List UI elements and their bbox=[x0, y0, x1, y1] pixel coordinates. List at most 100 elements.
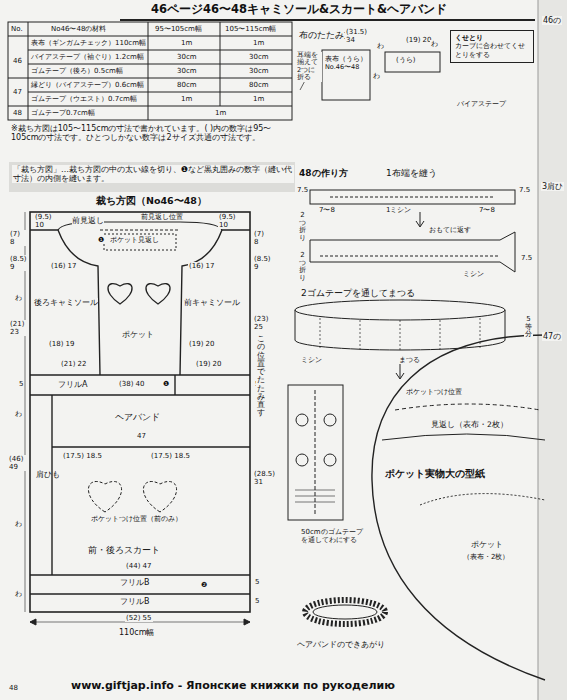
piece-name: 肩ひも bbox=[36, 470, 44, 480]
table-cell: 30cm bbox=[176, 67, 198, 75]
dimension-label: ミシン bbox=[300, 356, 323, 364]
table-cell: 48 bbox=[12, 109, 23, 117]
dimension-label: （表布・2枚） bbox=[462, 553, 510, 561]
dimension-label: (17.5) 18.5 bbox=[150, 452, 191, 460]
dimension-label: 7〜8 bbox=[318, 206, 336, 214]
piece-name: フリルB bbox=[120, 578, 150, 588]
table-cell: 95〜105cm幅 bbox=[154, 25, 203, 33]
pattern-piece: フリルB bbox=[120, 578, 150, 588]
table-cell: 縁どり（バイアステープ）0.6cm幅 bbox=[30, 81, 145, 89]
dimension-label: ミシン bbox=[462, 270, 485, 278]
dimension-label: バイアステープ bbox=[456, 100, 507, 108]
dimension-label: (28.5) 31 bbox=[253, 470, 277, 486]
dimension-label: ポケットつけ位置（前のみ） bbox=[90, 516, 183, 523]
page-footer: 48 bbox=[8, 684, 19, 692]
pattern-piece: 前・後ろスカート bbox=[88, 545, 160, 555]
dimension-label: 47 bbox=[136, 432, 147, 440]
dimension-label: ポケットつけ位置 bbox=[405, 388, 463, 396]
dimension-label: 5 bbox=[18, 380, 24, 388]
dimension-label: (21) 22 bbox=[60, 360, 88, 368]
dimension-label: 前見返し位置 bbox=[140, 213, 184, 221]
table-cell: 30cm bbox=[176, 53, 198, 61]
piece-name: くせとり bbox=[455, 34, 529, 42]
piece-name: 表布（うら） bbox=[325, 56, 367, 64]
dimension-label: わ bbox=[376, 42, 385, 50]
pattern-piece: ポケット実物大の型紙 bbox=[385, 468, 485, 480]
dimension-label: 1布端を縫う bbox=[385, 168, 438, 178]
table-cell: 80cm bbox=[248, 81, 270, 89]
dimension-label: 110cm幅 bbox=[118, 628, 155, 637]
pattern-piece: 表布（うら）No.46〜48 bbox=[325, 56, 367, 72]
dimension-label: (8.5) 9 bbox=[9, 255, 28, 271]
dimension-label: (19) 20 bbox=[405, 36, 433, 44]
pattern-piece: ポケット bbox=[122, 330, 154, 339]
dimension-label: わ bbox=[14, 520, 23, 528]
dimension-label: 47の bbox=[542, 332, 562, 341]
table-cell: 47 bbox=[12, 88, 23, 96]
piece-name: 後ろキャミソール bbox=[34, 298, 98, 308]
pattern-piece: 後ろキャミソール bbox=[34, 298, 98, 308]
piece-name: ポケット実物大の型紙 bbox=[385, 468, 485, 480]
page-title: 46ページ46〜48キャミソール&スカート&ヘアバンド bbox=[150, 3, 448, 16]
dimension-label: 7〜8 bbox=[478, 206, 496, 214]
dimension-label: ❶ bbox=[97, 236, 105, 244]
pattern-piece: フリルB bbox=[120, 597, 150, 607]
pattern-piece: ヘアバンド bbox=[115, 412, 160, 422]
table-cell: No46〜48の材料 bbox=[50, 25, 107, 33]
table-cell: 46 bbox=[12, 57, 23, 65]
pattern-piece: 前キャミソール bbox=[184, 298, 240, 308]
piece-name: フリルB bbox=[120, 597, 150, 607]
dimension-label: 50cmのゴムテープを通してわにする bbox=[300, 528, 366, 544]
dimension-label: ※裁ち方図は105〜115cmの寸法で書かれています。( )内の数字は95〜10… bbox=[10, 124, 296, 142]
piece-name: No.46〜48 bbox=[325, 64, 367, 72]
dimension-label: (21) 23 bbox=[9, 320, 28, 336]
dimension-label: わ bbox=[14, 410, 23, 418]
dimension-label: (19) 20 bbox=[195, 360, 223, 368]
pattern-piece: フリルA bbox=[58, 380, 87, 390]
table-cell: 30cm bbox=[248, 53, 270, 61]
dimension-label: (19) 20 bbox=[188, 340, 216, 348]
dimension-label: ポケット bbox=[470, 540, 504, 549]
piece-name: ポケット bbox=[122, 330, 154, 339]
dimension-label: 裁ち方図（No46〜48） bbox=[95, 196, 208, 207]
dimension-label: 見返し（表布・2枚） bbox=[430, 421, 509, 430]
dimension-label: 1ミシン bbox=[385, 206, 412, 214]
dimension-label: 5 bbox=[254, 597, 260, 605]
dimension-label: (17.5) 18.5 bbox=[62, 452, 103, 460]
dimension-label: わ bbox=[430, 40, 439, 48]
page-footer: www.giftjap.info - Японские книжки по ру… bbox=[70, 680, 396, 693]
piece-name: 前キャミソール bbox=[184, 298, 240, 308]
table-cell: No. bbox=[10, 25, 24, 33]
note-box: くせとりカーブに合わせてくせとりをする bbox=[450, 30, 534, 63]
piece-name: 前・後ろスカート bbox=[88, 545, 160, 555]
dimension-label: わ bbox=[372, 72, 381, 80]
piece-name: ポケット見返し bbox=[110, 236, 159, 244]
table-cell: ゴムテープ0.7cm幅 bbox=[30, 109, 96, 117]
table-cell: 1m bbox=[180, 39, 193, 47]
table-cell: 105〜115cm幅 bbox=[224, 25, 277, 33]
dimension-label: (7) 8 bbox=[253, 230, 270, 246]
dimension-label: 48の作り方 bbox=[298, 168, 349, 178]
table-cell: ゴムテープ（ウエスト）0.7cm幅 bbox=[30, 95, 138, 103]
piece-name: 前見返し bbox=[72, 216, 104, 225]
dimension-label: (46) 49 bbox=[8, 455, 28, 471]
table-cell: 1m bbox=[180, 95, 193, 103]
dimension-label: (7) 8 bbox=[9, 230, 26, 246]
dimension-label: (16) 17 bbox=[188, 262, 216, 270]
dimension-label: (8.5) 9 bbox=[253, 255, 272, 271]
dimension-label: (52) 55 bbox=[125, 614, 153, 622]
dimension-label: わ bbox=[14, 590, 23, 598]
dimension-label: おもてに返す bbox=[428, 226, 472, 234]
piece-name: ヘアバンド bbox=[115, 412, 160, 422]
dimension-label: 2ゴムテープを通してまつる bbox=[300, 288, 416, 298]
dimension-label: ヘアバンドのできあがり bbox=[296, 640, 386, 649]
dimension-label: 5等分 bbox=[524, 316, 533, 339]
dimension-label: (18) 19 bbox=[48, 340, 76, 348]
table-cell: 30cm bbox=[248, 67, 270, 75]
piece-name: カーブに合わせてくせとりをする bbox=[455, 42, 529, 59]
dimension-label: (23) 25 bbox=[253, 315, 272, 331]
table-cell: ゴムテープ（後ろ）0.5cm幅 bbox=[30, 67, 124, 75]
pattern-piece: 肩ひも bbox=[36, 470, 44, 480]
dimension-label: 46の bbox=[542, 16, 562, 25]
dimension-label: (44) 47 bbox=[125, 562, 153, 570]
